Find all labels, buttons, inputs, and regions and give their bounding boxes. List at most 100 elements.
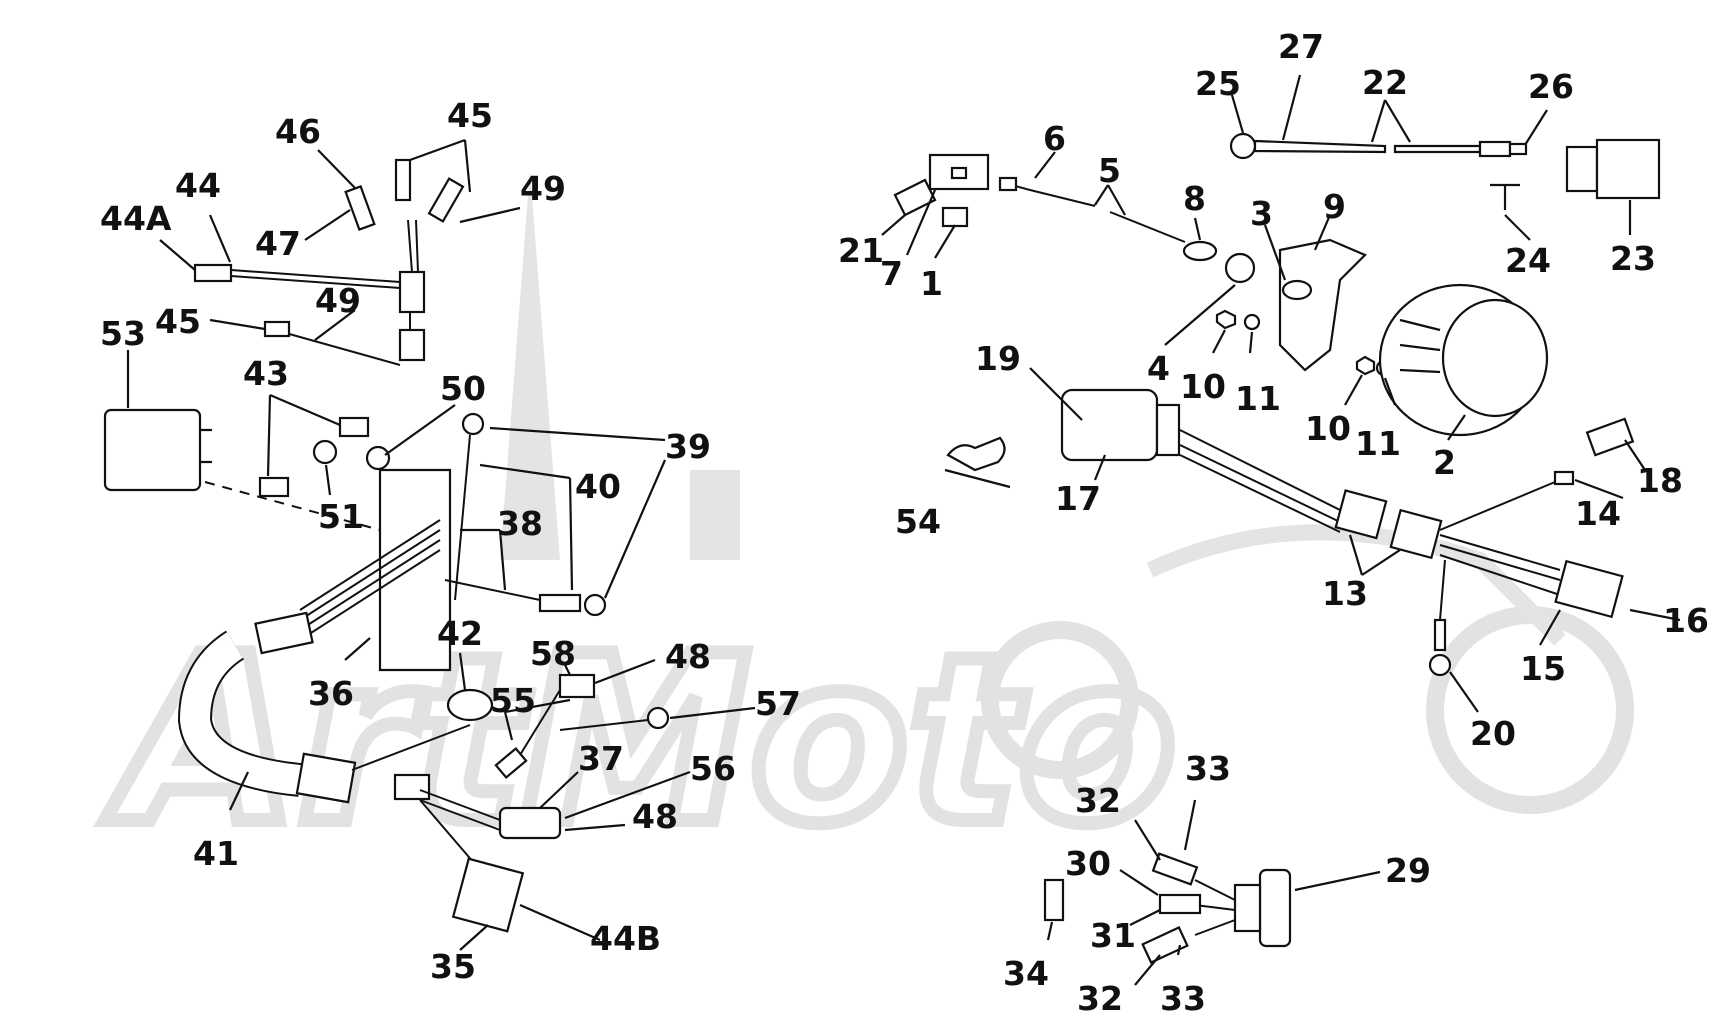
plug-16: [1554, 559, 1624, 619]
switch-socket-7: [950, 166, 968, 180]
callout-54: 54: [895, 502, 941, 541]
clip-21: [893, 178, 937, 217]
leader-47: [304, 209, 351, 241]
callout-24: 24: [1505, 241, 1551, 280]
ring-terminal-20: [1428, 653, 1452, 677]
wire-bundle-d: [299, 549, 441, 641]
leader-13-a: [1348, 534, 1364, 576]
leader-40-a: [479, 463, 571, 480]
wire-44-b: [230, 275, 401, 289]
wire-5-a: [1007, 183, 1096, 207]
cable-22: [1393, 144, 1482, 154]
clip-54: [946, 436, 1006, 472]
terminal-33-a: [1151, 852, 1199, 886]
leader-17: [1093, 454, 1107, 481]
leader-48-a: [594, 658, 656, 685]
leader-43-a: [266, 394, 272, 477]
switch-18: [1585, 417, 1635, 457]
wire-bundle-a: [299, 519, 441, 611]
wire-17-a: [1179, 429, 1341, 511]
sleeve-41: [295, 752, 357, 804]
callout-18: 18: [1637, 461, 1683, 500]
connector-46: [344, 185, 376, 231]
leader-43-b: [269, 393, 341, 427]
callout-42: 42: [437, 614, 483, 653]
leader-37: [539, 771, 579, 809]
callout-11-b: 11: [1355, 424, 1401, 463]
leader-44A: [159, 239, 196, 271]
leader-32-b: [1134, 954, 1161, 986]
wire-29-a: [1194, 879, 1236, 901]
leader-46: [317, 149, 356, 189]
callout-32-a: 32: [1075, 781, 1121, 820]
terminal-20: [1433, 618, 1447, 652]
conduit-41: [179, 632, 302, 795]
watermark-tower: [690, 470, 740, 560]
callout-43: 43: [243, 354, 289, 393]
connector-45-b: [427, 177, 465, 223]
connector-56: [498, 806, 562, 840]
wire-40: [454, 434, 471, 601]
callout-56: 56: [690, 749, 736, 788]
callout-16: 16: [1663, 601, 1709, 640]
leader-22-a: [1370, 99, 1387, 143]
relay-53: [103, 408, 202, 492]
watermark-spire: [500, 170, 560, 560]
leader-49-a: [459, 206, 521, 224]
connector-boot-29: [1233, 883, 1262, 933]
leader-45-b: [463, 139, 472, 193]
leader-1: [934, 224, 956, 259]
wire-17-c: [1179, 454, 1341, 533]
leader-58: [564, 664, 571, 676]
leader-39-a: [489, 426, 666, 442]
wire-5: [998, 176, 1218, 262]
leader-19: [1029, 367, 1083, 421]
leader-11-b: [1383, 377, 1397, 406]
connector-26: [1478, 140, 1512, 158]
leader-54: [944, 468, 1011, 489]
callout-5: 5: [1098, 151, 1121, 190]
leader-34: [1046, 921, 1054, 941]
leader-50: [384, 404, 456, 456]
callout-labels: 25 27 22 26 24 23 6 5 8 3 9 21 7 1 4 10 …: [100, 27, 1709, 1018]
leader-42: [458, 652, 467, 691]
leader-11-a: [1248, 331, 1254, 354]
callout-48-b: 48: [632, 797, 678, 836]
ring-terminal-42: [446, 688, 494, 722]
bracket-43: [338, 416, 370, 438]
connector-tip-26: [1508, 142, 1528, 156]
washer-11-a: [1243, 313, 1261, 331]
leader-55-b: [504, 698, 571, 714]
wire-55: [519, 689, 561, 756]
leader-32-a: [1134, 819, 1161, 861]
callout-37: 37: [578, 739, 624, 778]
callout-2: 2: [1433, 443, 1456, 482]
terminal-6: [998, 176, 1018, 192]
bulb-3: [1281, 279, 1313, 301]
terminal-38: [538, 593, 582, 613]
wire-29-b: [1194, 904, 1236, 911]
ring-terminal-8: [1182, 240, 1218, 262]
leader-16: [1629, 608, 1681, 622]
callout-22: 22: [1362, 63, 1408, 102]
leader-4: [1164, 284, 1236, 346]
connector-collar-17: [1155, 403, 1181, 457]
cable-assembly-27: [1229, 132, 1661, 210]
ring-terminal-25: [1229, 132, 1257, 160]
sleeve-36: [254, 611, 314, 655]
wire-16-c: [1439, 554, 1561, 596]
callout-32-b: 32: [1077, 979, 1123, 1018]
wire-29-c: [1194, 919, 1236, 936]
sender-housing-23: [1595, 138, 1661, 200]
terminal-44A: [193, 263, 233, 283]
callout-10-a: 10: [1180, 367, 1226, 406]
leader-25: [1230, 94, 1245, 134]
wire-49: [274, 329, 401, 366]
callout-9: 9: [1323, 187, 1346, 226]
leader-33-a: [1183, 799, 1197, 851]
callout-23: 23: [1610, 239, 1656, 278]
callout-29: 29: [1385, 851, 1431, 890]
leader-5-a: [1094, 184, 1109, 206]
terminal-31: [1158, 893, 1202, 915]
